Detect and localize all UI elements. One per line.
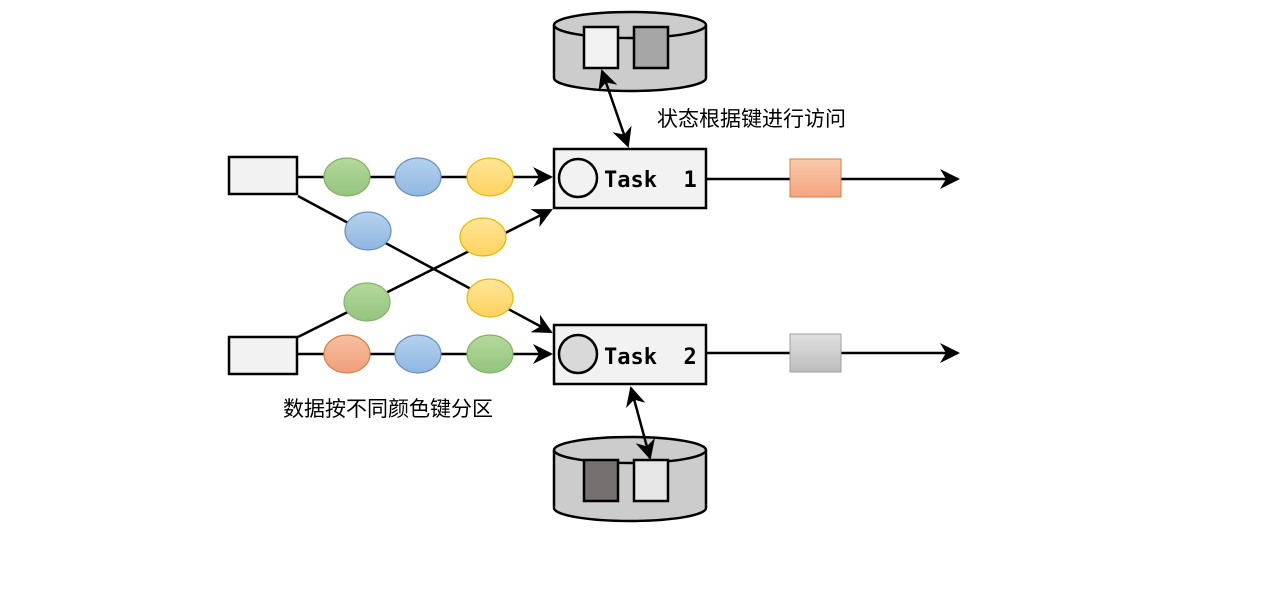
- task-1: Task 1: [552, 147, 708, 210]
- source-box-2: [227, 335, 299, 376]
- state-key-dark: [582, 458, 620, 503]
- state-access-arrow-bottom: [626, 386, 655, 460]
- state-store-bottom: [552, 435, 708, 523]
- record-yellow: [466, 278, 514, 318]
- record-green: [323, 157, 371, 197]
- record-green: [466, 334, 514, 374]
- record-orange: [323, 334, 371, 374]
- output-record-orange: [789, 158, 842, 198]
- partition-label: 数据按不同颜色键分区: [283, 397, 493, 421]
- output-record-gray: [789, 333, 842, 373]
- record-blue: [344, 211, 392, 251]
- state-access-label: 状态根据键进行访问: [657, 107, 846, 131]
- record-green: [343, 282, 391, 322]
- state-key-gray: [632, 25, 670, 70]
- task-2-label: Task 2: [604, 345, 697, 370]
- stream-line-2-to-task1: [297, 208, 553, 339]
- state-access-arrow-top: [598, 69, 632, 148]
- stream-line-1-to-task2: [297, 194, 553, 334]
- task-1-state-icon: [557, 157, 599, 199]
- source-box-1: [227, 155, 299, 196]
- record-blue: [394, 334, 442, 374]
- task-1-label: Task 1: [604, 168, 697, 193]
- state-key-light: [632, 458, 670, 503]
- record-yellow: [466, 157, 514, 197]
- task-2-state-icon: [557, 333, 599, 375]
- state-store-top: [552, 10, 708, 93]
- record-blue: [394, 157, 442, 197]
- record-yellow: [459, 217, 507, 257]
- state-key-light: [582, 25, 620, 70]
- task-2: Task 2: [552, 323, 708, 386]
